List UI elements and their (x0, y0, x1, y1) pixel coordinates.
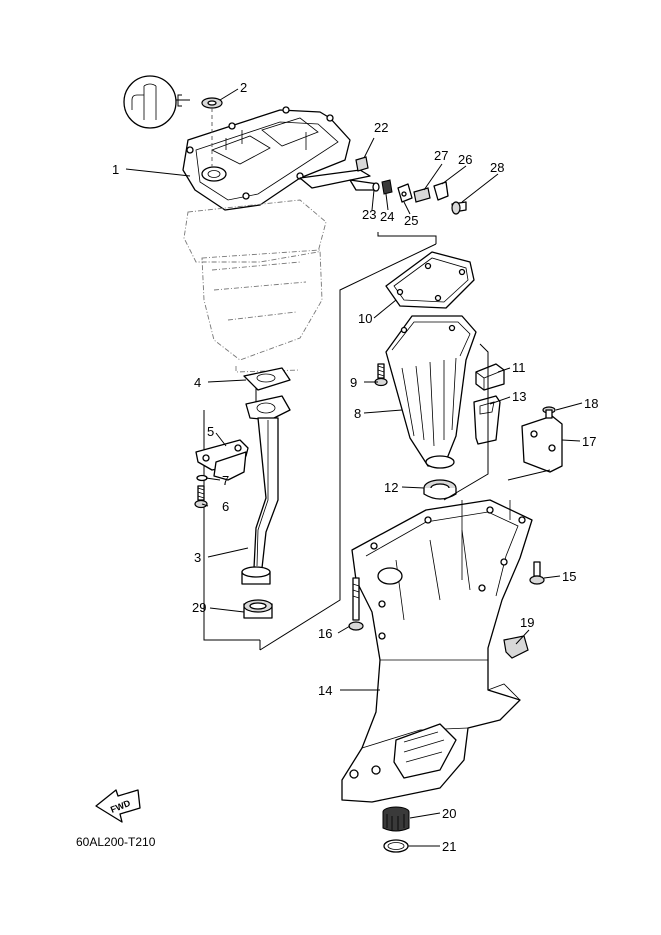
callout-3: 3 (194, 550, 201, 565)
callout-16: 16 (318, 626, 332, 641)
callout-22: 22 (374, 120, 388, 135)
bolt-part-9 (374, 363, 388, 387)
upper-casing-part-14 (341, 499, 533, 803)
callout-17: 17 (582, 434, 596, 449)
forward-arrow-icon: FWD (95, 789, 141, 823)
hose-fitting-part-23 (349, 179, 380, 192)
callout-28: 28 (490, 160, 504, 175)
plate-part-13 (473, 395, 501, 445)
clip-part-26 (433, 181, 449, 201)
callout-29: 29 (192, 600, 206, 615)
callout-15: 15 (562, 569, 576, 584)
callout-21: 21 (442, 839, 456, 854)
callout-12: 12 (384, 480, 398, 495)
callout-20: 20 (442, 806, 456, 821)
bolt-part-18 (542, 406, 556, 419)
nipple-part-22 (355, 156, 369, 172)
bolt-part-28 (451, 201, 467, 215)
callout-2: 2 (240, 80, 247, 95)
callout-14: 14 (318, 683, 332, 698)
callout-18: 18 (584, 396, 598, 411)
callout-5: 5 (207, 424, 214, 439)
bolt-part-16 (348, 577, 364, 631)
water-tube-assembly (203, 243, 437, 651)
grommet-part-24 (381, 179, 393, 195)
damper-part-11 (475, 363, 505, 391)
grommet-part-19 (503, 635, 529, 659)
impeller-part-20 (382, 806, 410, 832)
leader-lines (125, 88, 583, 847)
grease-symbol-icon (123, 75, 190, 129)
bracket-parts-5-6-7 (194, 439, 249, 509)
callout-10: 10 (358, 311, 372, 326)
callout-25: 25 (404, 213, 418, 228)
callout-11: 11 (512, 360, 526, 375)
callout-9: 9 (350, 375, 357, 390)
callout-4: 4 (194, 375, 201, 390)
reference-outline-engine-base (183, 199, 327, 373)
ring-part-21 (383, 839, 409, 853)
washer-part-2 (201, 97, 223, 170)
callout-26: 26 (458, 152, 472, 167)
gasket-part-10 (385, 251, 475, 309)
callout-1: 1 (112, 162, 119, 177)
exhaust-muffler-part-8 (385, 315, 477, 469)
upper-case-mount (182, 106, 371, 211)
bracket-part-25 (397, 183, 413, 203)
callout-23: 23 (362, 207, 376, 222)
diagram-code: 60AL200-T210 (76, 835, 156, 849)
callout-numbers: 1 2 3 4 5 6 7 8 9 10 11 12 13 14 15 16 1… (112, 80, 598, 854)
bolt-part-15 (529, 561, 545, 585)
collar-part-27 (413, 187, 431, 203)
callout-24: 24 (380, 209, 394, 224)
callout-27: 27 (434, 148, 448, 163)
plate-part-17 (521, 415, 563, 473)
callout-13: 13 (512, 389, 526, 404)
callout-19: 19 (520, 615, 534, 630)
callout-7: 7 (222, 473, 229, 488)
callout-6: 6 (222, 499, 229, 514)
seal-part-12 (423, 479, 457, 500)
callout-8: 8 (354, 406, 361, 421)
